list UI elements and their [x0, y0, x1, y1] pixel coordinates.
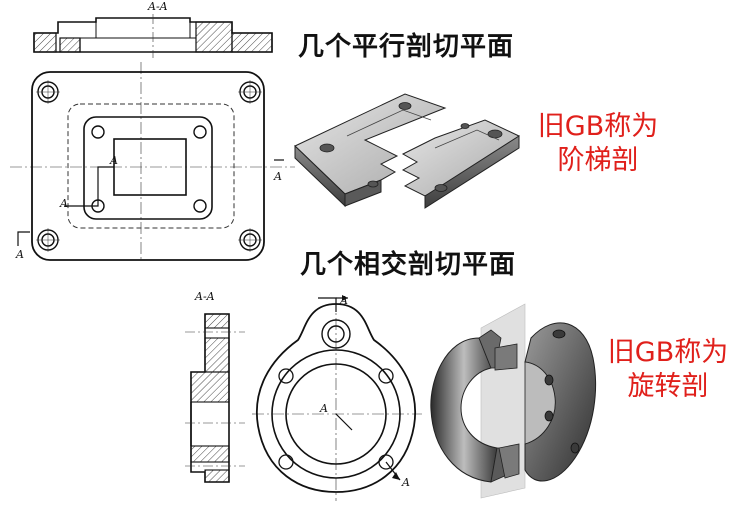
stepped-3d-model — [294, 93, 520, 209]
cut-label-mid: A — [59, 197, 68, 210]
intersecting-planes-heading: 几个相交剖切平面 — [300, 250, 517, 280]
section-a-a-label: A-A — [147, 0, 168, 13]
revolved-section-note: 旧GB称为 旋转剖 — [598, 336, 738, 404]
revolved-section-view: A-A — [185, 290, 245, 483]
revolved-note-line2: 旋转剖 — [627, 371, 709, 402]
front-cut-label-bottom: A — [401, 476, 410, 489]
revolved-3d-model — [430, 303, 597, 499]
cut-label-left: A — [15, 248, 24, 261]
stepped-section-view: A-A — [33, 0, 273, 58]
parallel-planes-heading: 几个平行剖切平面 — [298, 32, 515, 62]
outer-plate — [31, 71, 265, 261]
stepped-section-note: 旧GB称为 阶梯剖 — [528, 110, 668, 178]
front-cut-label-center: A — [319, 402, 328, 415]
stepped-plan-view: A A A A — [10, 62, 295, 262]
cut-label-right: A — [273, 170, 282, 183]
front-cut-label-top: A — [339, 294, 348, 307]
stepped-note-line2: 阶梯剖 — [557, 145, 639, 176]
revolved-note-line1: 旧GB称为 — [607, 337, 729, 368]
stepped-note-line1: 旧GB称为 — [537, 111, 659, 142]
section-b-label: A-A — [194, 290, 215, 303]
cut-label-inner: A — [109, 154, 118, 167]
revolved-front-view: A A A — [252, 294, 422, 501]
